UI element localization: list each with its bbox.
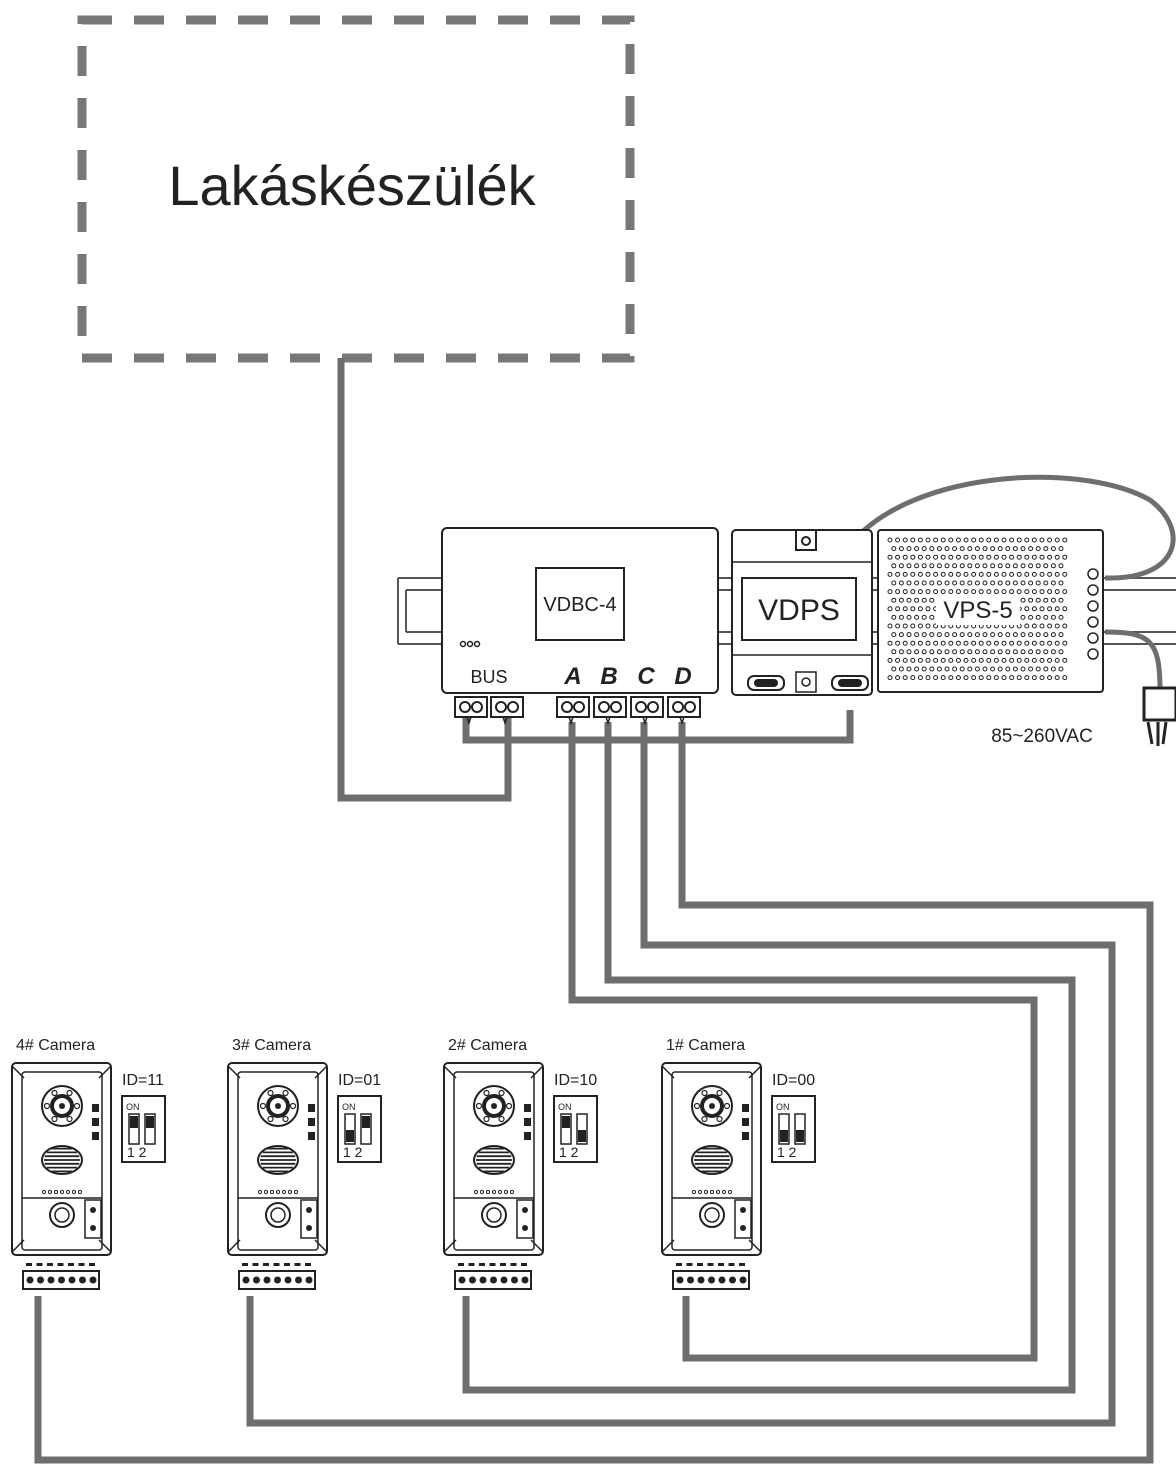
power-module-label-panel — [741, 577, 857, 641]
dip-switch-icon: ON 1 2 — [553, 1095, 598, 1163]
dip-switch-icon: ON 1 2 — [121, 1095, 166, 1163]
bus-label: BUS — [470, 667, 507, 687]
camera-terminal-strip — [238, 1263, 316, 1290]
terminal-block — [667, 696, 701, 726]
camera-terminal-strip — [454, 1263, 532, 1290]
speaker-grille-icon — [473, 1145, 515, 1175]
speaker-grille-icon — [41, 1145, 83, 1175]
dip-on-label: ON — [558, 1102, 572, 1112]
terminal-block — [490, 696, 524, 726]
terminal-block — [556, 696, 590, 726]
port-c-label: C — [637, 663, 655, 690]
status-led-icons — [459, 640, 481, 648]
camera-title: 3# Camera — [232, 1037, 311, 1054]
apartment-unit-label: Lakáskészülék — [168, 154, 536, 217]
apartment-unit: Lakáskészülék — [77, 15, 635, 363]
port-a-label: A — [563, 663, 581, 690]
camera-terminal-strip — [22, 1263, 100, 1290]
port-b-label: B — [600, 663, 617, 690]
wires — [34, 358, 1154, 1464]
terminal-block — [454, 696, 488, 726]
camera-id-label: ID=00 — [772, 1072, 815, 1089]
terminal-block — [630, 696, 664, 726]
distributor-vdbc4: VDBC-4 BUS A B C D — [441, 527, 719, 726]
wire-port-c — [246, 722, 1116, 1427]
dip-on-label: ON — [776, 1102, 790, 1112]
vent-grid — [887, 537, 1068, 681]
wire-port-b — [462, 722, 1076, 1394]
camera-id-label: ID=01 — [338, 1072, 381, 1089]
power-supply-vps5: VPS-5 85~260VAC — [877, 529, 1104, 747]
dip-switch-icon: ON 1 2 — [771, 1095, 816, 1163]
camera-title: 1# Camera — [666, 1037, 745, 1054]
mains-voltage-label: 85~260VAC — [991, 726, 1093, 747]
port-d-label: D — [674, 663, 691, 690]
distributor-label: VDBC-4 — [543, 594, 616, 616]
dip-number-label: 1 2 — [343, 1144, 363, 1160]
camera-terminal-strip — [672, 1263, 750, 1290]
dip-on-label: ON — [342, 1102, 356, 1112]
mains-cord — [842, 474, 1176, 746]
dip-number-label: 1 2 — [777, 1144, 797, 1160]
dip-switch-icon: ON 1 2 — [337, 1095, 382, 1163]
power-module-label: VDPS — [758, 594, 840, 627]
apartment-unit-dashed-frame — [77, 15, 635, 363]
distributor-label-panel — [535, 567, 625, 641]
speaker-grille-icon — [691, 1145, 733, 1175]
camera-id-label: ID=11 — [122, 1072, 164, 1089]
dip-number-label: 1 2 — [127, 1144, 147, 1160]
dip-on-label: ON — [126, 1102, 140, 1112]
camera-id-label: ID=10 — [554, 1072, 597, 1089]
terminal-blocks — [454, 696, 701, 726]
wire-port-a — [568, 722, 1038, 1362]
camera-title: 4# Camera — [16, 1037, 95, 1054]
camera-title: 2# Camera — [448, 1037, 527, 1054]
wire-port-d — [34, 722, 1154, 1464]
dip-number-label: 1 2 — [559, 1144, 579, 1160]
bus-wire-power — [462, 710, 854, 744]
power-supply-label: VPS-5 — [943, 597, 1012, 624]
bus-wire-apartment — [337, 358, 512, 802]
terminal-block — [593, 696, 627, 726]
plug-icon — [1142, 686, 1176, 722]
power-module-vdps: VDPS — [731, 529, 873, 696]
mains-terminal-icons — [1087, 568, 1099, 660]
speaker-grille-icon — [257, 1145, 299, 1175]
